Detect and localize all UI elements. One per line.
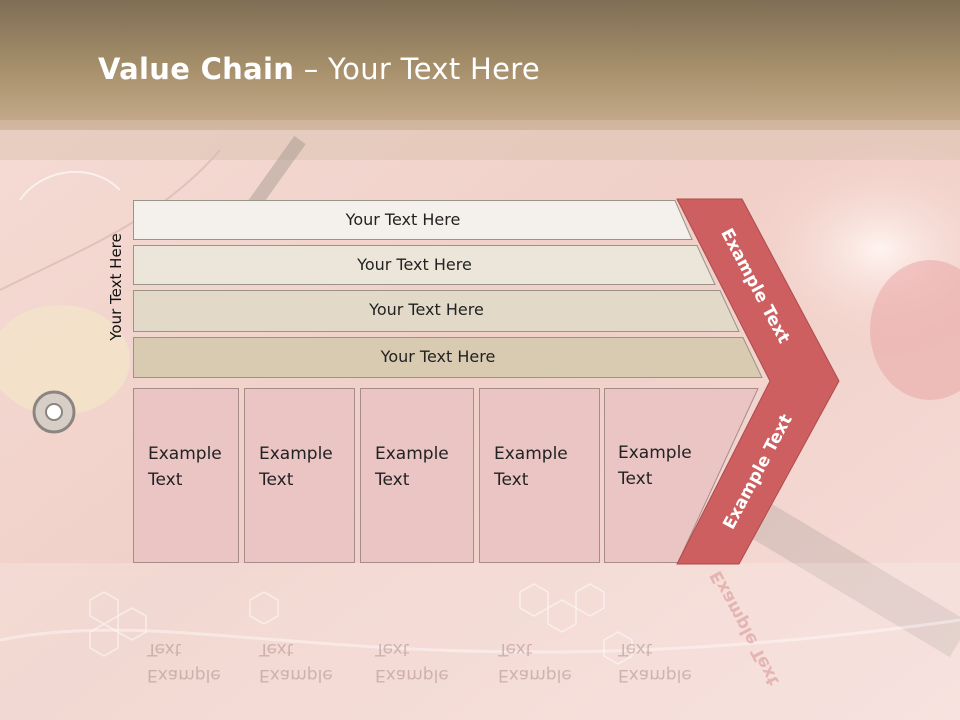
- reflection-3: Example Text: [375, 639, 449, 685]
- reflection-4: Example Text: [498, 639, 572, 685]
- side-label: Your Text Here: [107, 233, 125, 341]
- activity-box-1-label: Example Text: [148, 444, 222, 490]
- value-bar-2: Your Text Here: [133, 245, 716, 285]
- value-bar-4: Your Text Here: [133, 337, 763, 378]
- value-bar-3-shape: [133, 290, 740, 332]
- activity-box-3-label: Example Text: [375, 444, 449, 490]
- activity-box-2-label: Example Text: [259, 444, 333, 490]
- title-rest: – Your Text Here: [294, 52, 540, 86]
- activity-box-3: Example Text: [360, 388, 474, 563]
- margin-chevron: [676, 198, 840, 565]
- title-bold: Value Chain: [98, 52, 295, 86]
- reflection-2: Example Text: [259, 639, 333, 685]
- value-bar-3-label: Your Text Here: [369, 300, 484, 319]
- value-bar-2-shape: [133, 245, 716, 285]
- reflection-1: Example Text: [147, 639, 221, 685]
- activity-box-5: Example Text: [604, 388, 692, 563]
- activity-box-2: Example Text: [244, 388, 355, 563]
- activity-box-1: Example Text: [133, 388, 239, 563]
- activity-box-4: Example Text: [479, 388, 600, 563]
- value-bar-1: Your Text Here: [133, 200, 693, 240]
- value-bar-2-label: Your Text Here: [357, 255, 472, 274]
- value-bar-1-shape: [133, 200, 693, 240]
- value-bar-3: Your Text Here: [133, 290, 740, 332]
- activity-box-5-label: Example Text: [618, 443, 692, 489]
- value-bar-4-label: Your Text Here: [380, 347, 496, 366]
- reflection-5: Example Text: [618, 639, 692, 685]
- page-title: Value Chain – Your Text Here: [98, 52, 540, 86]
- value-bar-4-shape: [133, 337, 763, 378]
- activity-box-4-label: Example Text: [494, 444, 568, 490]
- value-bar-1-label: Your Text Here: [345, 210, 461, 229]
